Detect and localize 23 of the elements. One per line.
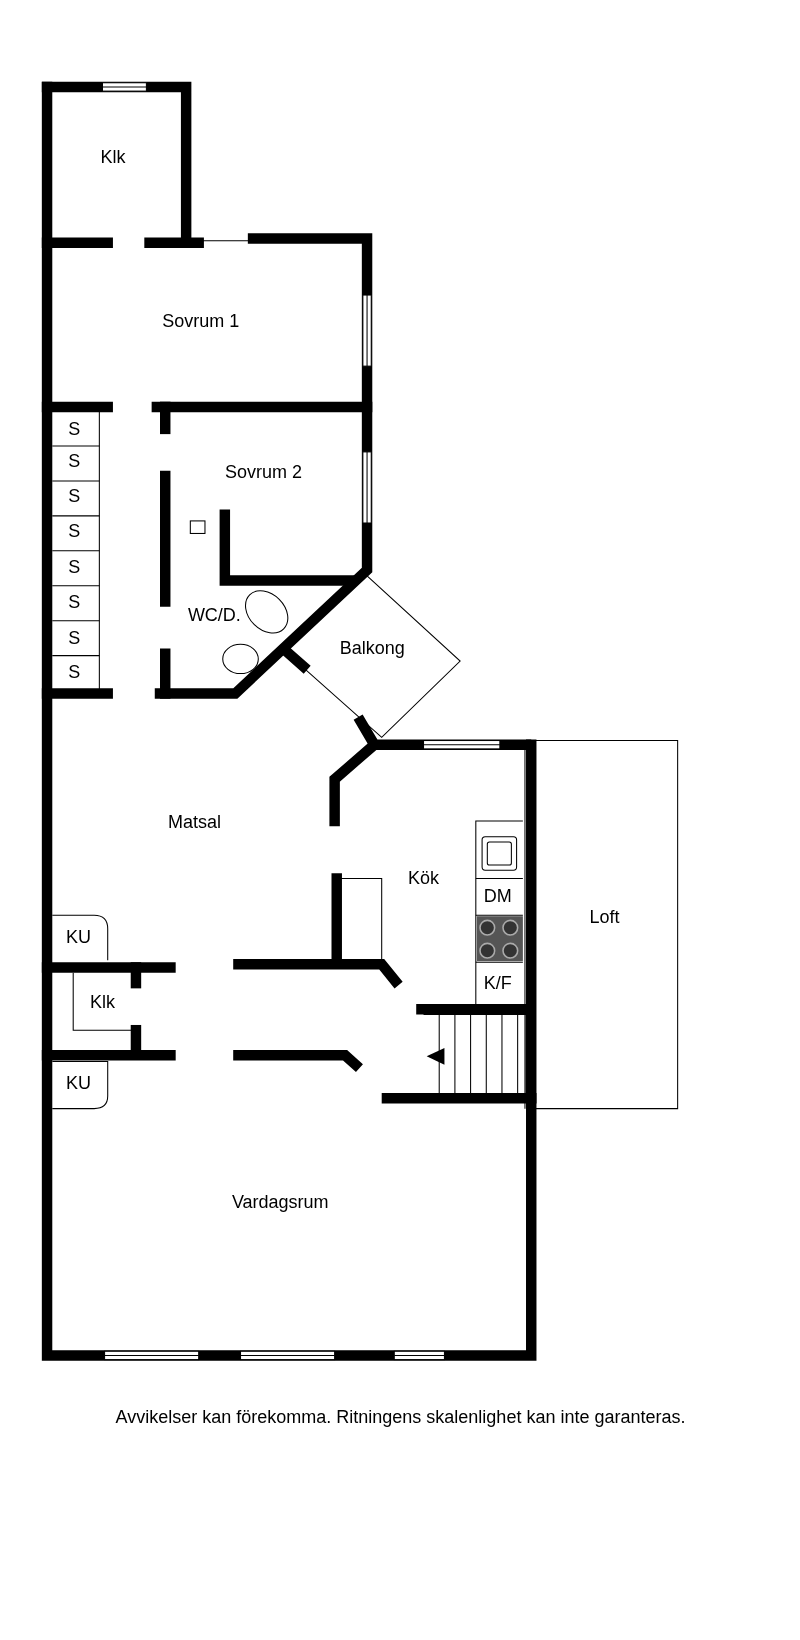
room-label: Kök [408,867,440,889]
room-label: Klk [89,991,115,1013]
storage-label: S [68,450,81,472]
appliance-label: DM [483,885,512,907]
storage-label: S [68,520,81,542]
storage-label: KU [65,1072,91,1094]
room-label: Balkong [339,637,405,659]
storage-label: S [68,591,81,613]
disclaimer-caption: Avvikelser kan förekomma. Ritningens skalenlighet kan inte garanteras. [115,1406,686,1428]
storage-label: S [68,485,81,507]
appliance-label: K/F [483,972,512,994]
room-label: Vardagsrum [231,1191,329,1213]
storage-label: S [68,556,81,578]
room-label: Klk [100,146,126,168]
storage-label: S [68,418,81,440]
room-label: Sovrum 1 [162,310,240,332]
room-label: WC/D. [187,604,241,626]
storage-label: S [68,661,81,683]
storage-label: KU [65,926,91,948]
storage-label: S [68,627,81,649]
room-label: Loft [589,906,620,928]
room-label: Matsal [168,811,221,833]
room-label: Sovrum 2 [225,461,303,483]
